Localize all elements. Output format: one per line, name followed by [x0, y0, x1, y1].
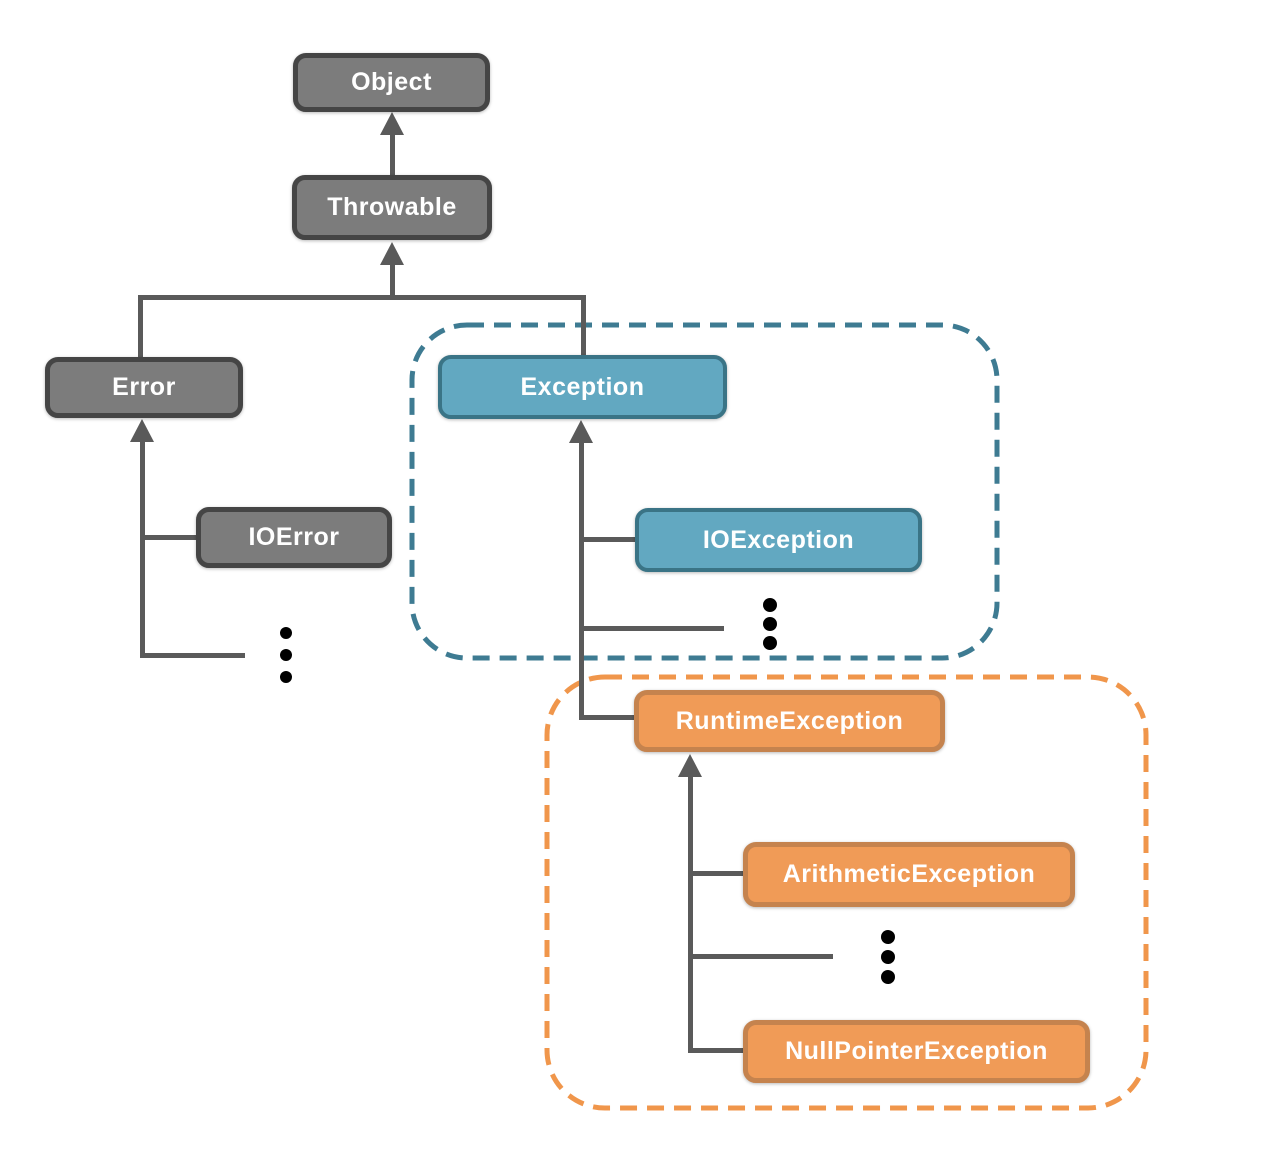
node-ioerror: IOError — [196, 507, 392, 568]
ellipsis-dot — [763, 598, 777, 612]
connector-branch-to-error — [138, 295, 143, 358]
node-error: Error — [45, 357, 243, 418]
node-error-label: Error — [112, 373, 176, 401]
arrowhead-to-object — [380, 112, 404, 135]
connector-branch-throwable — [390, 262, 395, 298]
ellipsis-dot — [881, 930, 895, 944]
node-arithmeticexception-label: ArithmeticException — [782, 860, 1036, 888]
connector-runtimeexception-stub — [579, 715, 637, 720]
node-throwable: Throwable — [292, 175, 492, 240]
ellipsis-dot — [763, 636, 777, 650]
connector-branch-to-exception — [581, 295, 586, 356]
runtime-children-trunk — [688, 774, 693, 1053]
node-nullpointerexception: NullPointerException — [743, 1020, 1090, 1083]
node-throwable-label: Throwable — [327, 193, 457, 221]
arrowhead-to-error — [130, 419, 154, 442]
arrowhead-to-throwable — [380, 242, 404, 265]
connector-error-more-stub — [140, 653, 245, 658]
node-object: Object — [293, 53, 490, 112]
node-arithmeticexception: ArithmeticException — [743, 842, 1075, 907]
arrowhead-to-exception — [569, 420, 593, 443]
blue-dashed-group-border — [409, 322, 1000, 661]
connector-branch-horizontal — [138, 295, 586, 300]
node-nullpointerexception-label: NullPointerException — [785, 1037, 1048, 1065]
ellipsis-dot — [280, 671, 292, 683]
node-runtimeexception: RuntimeException — [634, 690, 945, 752]
connector-nullpointerexception-stub — [688, 1048, 745, 1053]
node-exception: Exception — [438, 355, 727, 419]
node-runtimeexception-label: RuntimeException — [675, 706, 904, 735]
ellipsis-dot — [881, 970, 895, 984]
ellipsis-dot — [280, 627, 292, 639]
connector-throwable-object — [390, 132, 395, 175]
node-ioexception-label: IOException — [702, 525, 855, 554]
connector-ioerror-stub — [140, 535, 198, 540]
ellipsis-dot — [763, 617, 777, 631]
orange-dashed-group-border — [544, 674, 1149, 1111]
ellipsis-dot — [881, 950, 895, 964]
connector-arithmeticexception-stub — [688, 871, 745, 876]
exception-children-trunk — [579, 440, 584, 720]
node-exception-label: Exception — [520, 372, 645, 401]
node-ioerror-label: IOError — [248, 523, 340, 551]
node-ioexception: IOException — [635, 508, 922, 572]
connector-exception-more-stub — [579, 626, 724, 631]
connector-runtime-more-stub — [688, 954, 833, 959]
connector-ioexception-stub — [579, 537, 639, 542]
error-children-trunk — [140, 439, 145, 658]
ellipsis-dot — [280, 649, 292, 661]
arrowhead-to-runtimeexception — [678, 754, 702, 777]
node-object-label: Object — [351, 68, 432, 96]
